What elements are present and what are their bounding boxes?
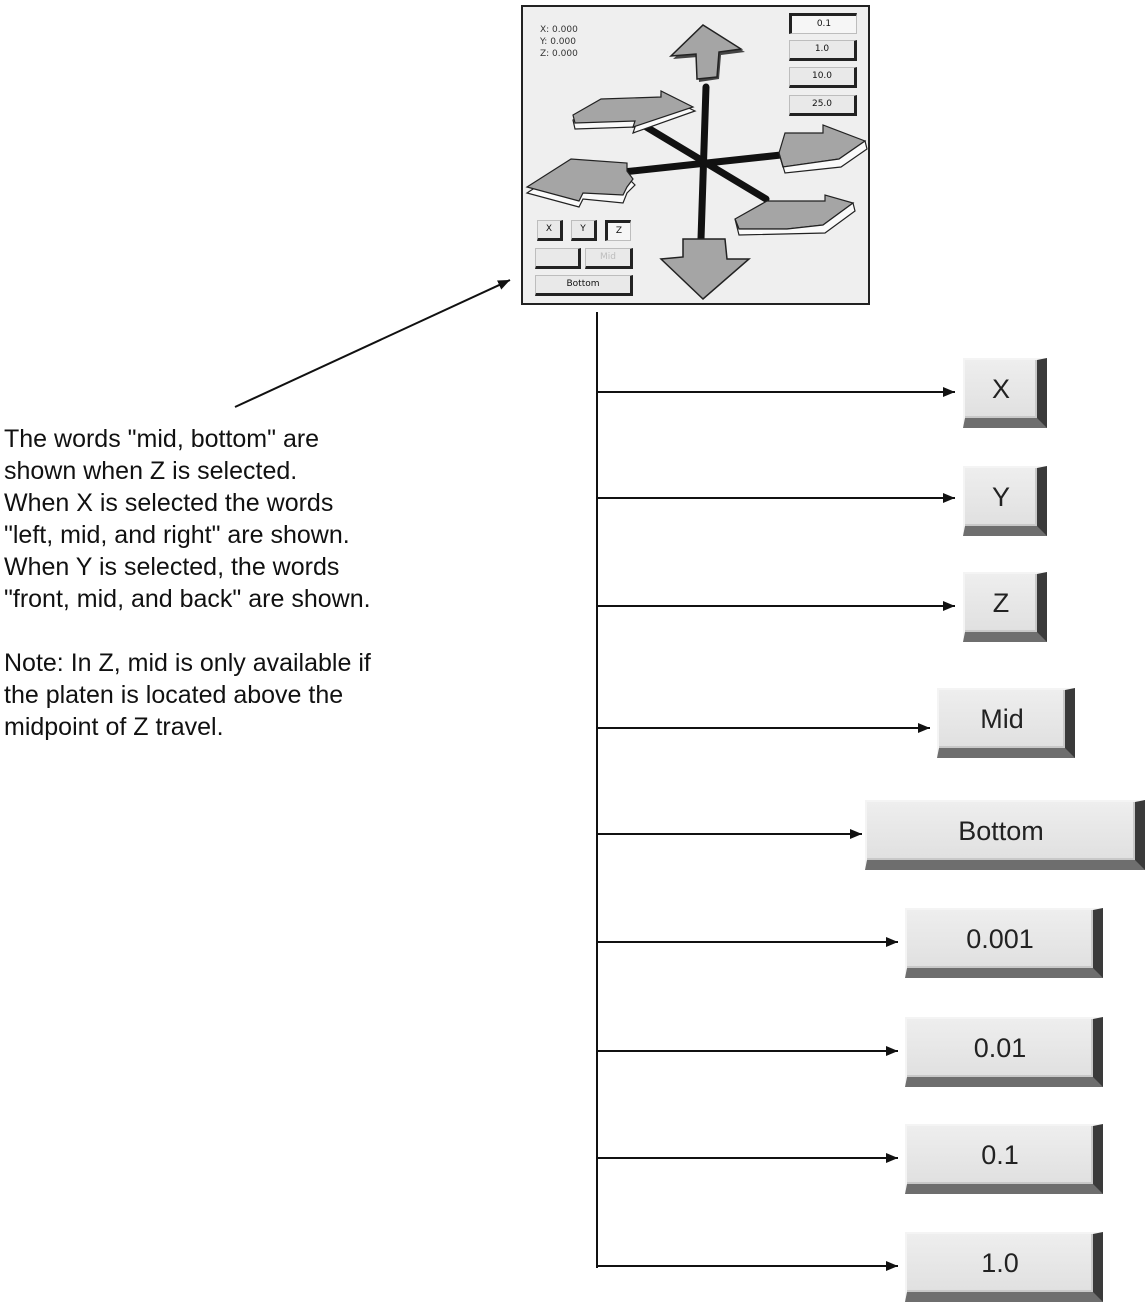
readout-x: X: 0.000 (540, 25, 578, 35)
callout-bottom-button[interactable]: Bottom (865, 800, 1145, 870)
arrow-back-icon[interactable] (572, 90, 697, 134)
axis-lines (619, 83, 785, 243)
step-10-0-button[interactable]: 10.0 (789, 67, 857, 88)
callout-x-button[interactable]: X (963, 358, 1047, 428)
callout-z-button[interactable]: Z (963, 572, 1047, 642)
position-button-blank[interactable] (535, 248, 581, 269)
position-mid-button[interactable]: Mid (585, 248, 633, 269)
axis-y-button[interactable]: Y (571, 220, 597, 241)
arrow-right-icon[interactable] (778, 124, 868, 174)
callout-1-0-button[interactable]: 1.0 (905, 1232, 1103, 1302)
step-25-0-button[interactable]: 25.0 (789, 95, 857, 116)
position-readout: X: 0.000 Y: 0.000 Z: 0.000 (540, 24, 578, 60)
arrow-up-icon[interactable] (668, 24, 745, 82)
jog-arrows-art (525, 24, 868, 301)
arrow-down-icon[interactable] (659, 238, 752, 301)
callout-0-001-button[interactable]: 0.001 (905, 908, 1103, 978)
readout-y: Y: 0.000 (540, 37, 576, 47)
axis-x-button[interactable]: X (537, 220, 563, 241)
annotation-text: The words "mid, bottom" are shown when Z… (4, 423, 524, 743)
readout-z: Z: 0.000 (540, 49, 578, 59)
annotation-paragraph-1: The words "mid, bottom" are shown when Z… (4, 425, 371, 613)
annotation-paragraph-2: Note: In Z, mid is only available if the… (4, 649, 371, 741)
bottom-button[interactable]: Bottom (535, 275, 633, 296)
arrow-front-icon[interactable] (734, 194, 856, 236)
step-1-0-button[interactable]: 1.0 (789, 40, 857, 61)
callout-0-1-button[interactable]: 0.1 (905, 1124, 1103, 1194)
arrow-left-icon[interactable] (525, 158, 636, 208)
callout-0-01-button[interactable]: 0.01 (905, 1017, 1103, 1087)
callout-mid-button[interactable]: Mid (937, 688, 1075, 758)
callout-y-button[interactable]: Y (963, 466, 1047, 536)
step-0-1-button[interactable]: 0.1 (789, 13, 857, 34)
jog-panel-screenshot: X: 0.000 Y: 0.000 Z: 0.000 0.1 1.0 10.0 … (521, 5, 870, 305)
axis-z-button[interactable]: Z (605, 220, 631, 241)
annotation-pointer-arrow (234, 279, 511, 408)
